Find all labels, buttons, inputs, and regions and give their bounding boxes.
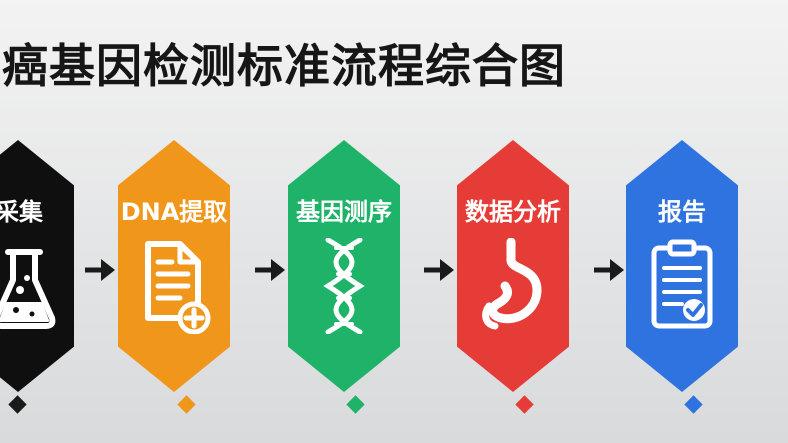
step-sample-collection: 本采集 bbox=[0, 140, 74, 392]
flask-icon bbox=[0, 249, 56, 329]
step-label: 报告 bbox=[658, 198, 706, 226]
dna-icon bbox=[323, 238, 365, 334]
step-label: 数据分析 bbox=[465, 198, 561, 226]
stomach-icon bbox=[482, 238, 542, 330]
step-label: 基因测序 bbox=[296, 198, 392, 226]
step-report: 报告 bbox=[626, 140, 738, 392]
arrow-right-icon bbox=[424, 259, 454, 281]
arrow-right-icon bbox=[594, 259, 624, 281]
document-plus-icon bbox=[145, 241, 211, 334]
arrow-right-icon bbox=[85, 259, 115, 281]
diamond-marker bbox=[177, 395, 196, 414]
clipboard-check-icon bbox=[651, 239, 713, 329]
diamond-marker bbox=[515, 395, 534, 414]
step-dna-extraction: DNA提取 bbox=[118, 140, 230, 392]
diamond-marker bbox=[346, 395, 365, 414]
step-data-analysis: 数据分析 bbox=[457, 140, 569, 392]
page-title: 癌基因检测标准流程综合图 bbox=[2, 39, 566, 93]
diamond-marker bbox=[684, 395, 703, 414]
diamond-marker bbox=[8, 395, 27, 414]
step-label: 本采集 bbox=[0, 198, 43, 226]
step-gene-sequencing: 基因测序 bbox=[288, 140, 400, 392]
arrow-right-icon bbox=[255, 259, 285, 281]
step-label: DNA提取 bbox=[120, 198, 228, 226]
